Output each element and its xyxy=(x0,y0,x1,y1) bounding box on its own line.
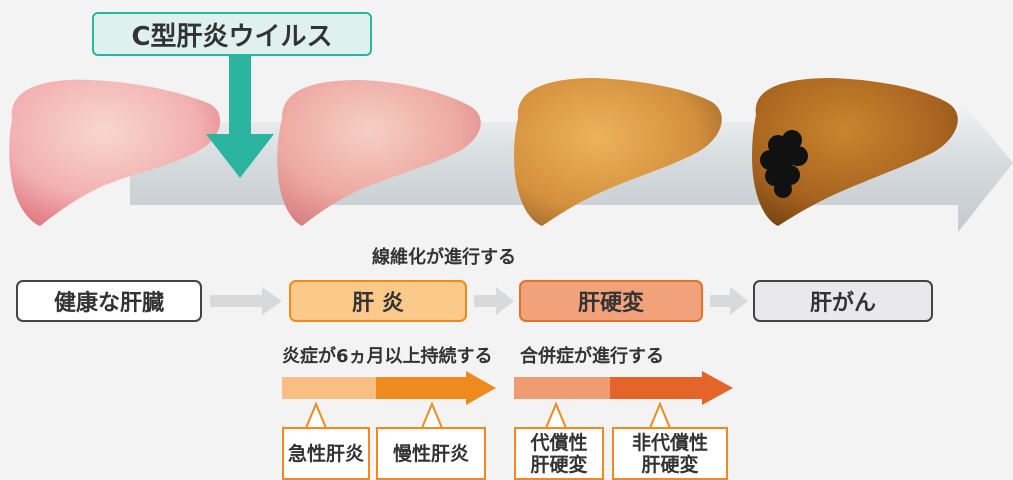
arrow-healthy-to-hepatitis xyxy=(210,287,282,315)
type-decompensated-cirrhosis: 非代償性 肝硬変 xyxy=(612,427,728,480)
hepatitis-caption: 炎症が6ヵ月以上持続する xyxy=(282,346,493,367)
liver-healthy xyxy=(9,79,221,226)
callout-compensated xyxy=(514,401,603,429)
virus-label: C型肝炎ウイルス xyxy=(92,12,372,56)
chronic-phase-arrow xyxy=(376,371,496,405)
fibrosis-caption: 線維化が進行する xyxy=(372,247,516,268)
arrow-hepatitis-to-cirrhosis xyxy=(474,287,514,315)
decompensated-phase-arrow xyxy=(610,371,733,405)
tumor xyxy=(760,130,808,198)
arrow-cirrhosis-to-cancer xyxy=(710,287,748,315)
acute-phase-bar xyxy=(282,377,376,399)
virus-down-arrow xyxy=(206,56,274,178)
stage-cirrhosis: 肝硬変 xyxy=(519,280,703,322)
type-chronic-hepatitis: 慢性肝炎 xyxy=(376,427,486,480)
stage-healthy-liver: 健康な肝臓 xyxy=(16,280,202,322)
liver-cancer xyxy=(752,78,958,226)
type-acute-hepatitis: 急性肝炎 xyxy=(282,427,370,480)
liver-hepatitis xyxy=(277,80,481,226)
callout-decompensated xyxy=(612,401,728,429)
callout-chronic xyxy=(376,401,486,429)
type-decompensated-line1: 非代償性 xyxy=(631,431,708,454)
callout-acute xyxy=(282,401,369,429)
type-compensated-line2: 肝硬変 xyxy=(530,453,588,476)
liver-cirrhosis xyxy=(514,78,722,226)
type-compensated-line1: 代償性 xyxy=(530,431,588,454)
type-compensated-cirrhosis: 代償性 肝硬変 xyxy=(514,427,604,480)
cirrhosis-caption: 合併症が進行する xyxy=(520,346,664,367)
stage-liver-cancer: 肝がん xyxy=(753,280,933,322)
type-decompensated-line2: 肝硬変 xyxy=(641,453,699,476)
stage-hepatitis: 肝 炎 xyxy=(289,280,467,322)
compensated-phase-bar xyxy=(514,377,610,399)
